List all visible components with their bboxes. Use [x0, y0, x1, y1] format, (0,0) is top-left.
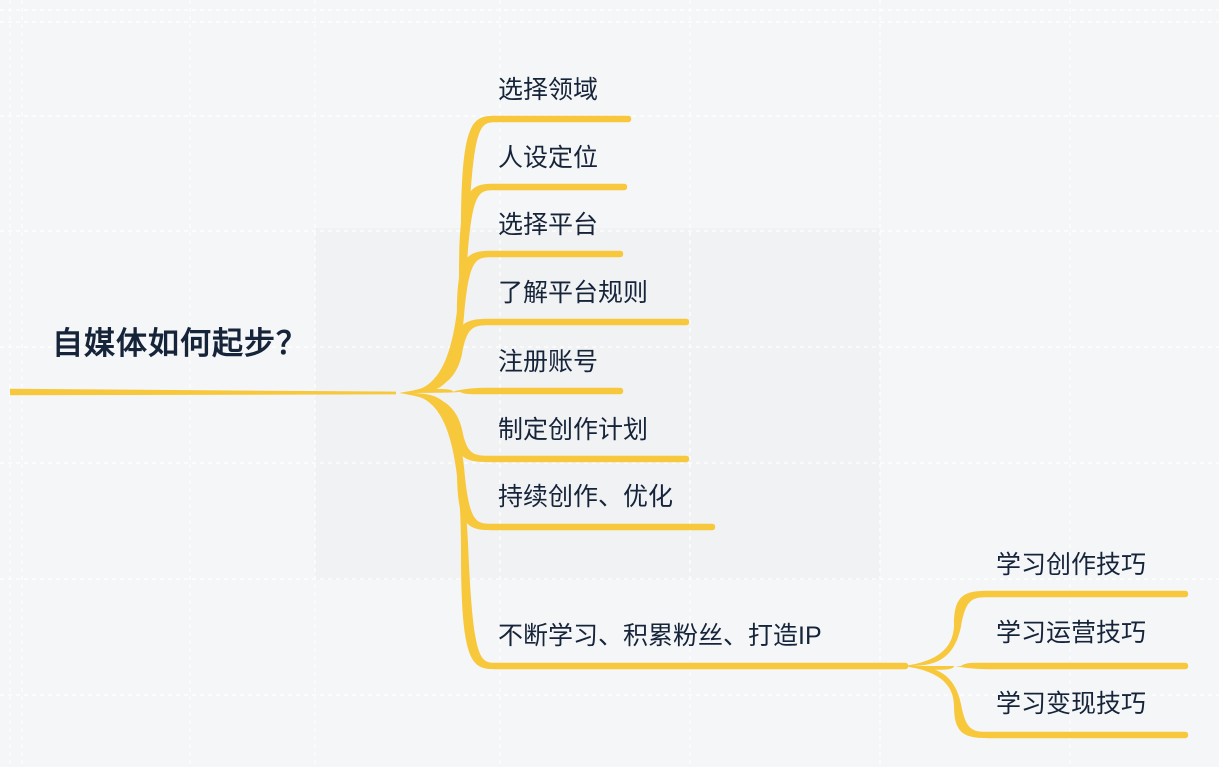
- sub-branch-edge-group: [905, 590, 1189, 739]
- sub-branch-node-label[interactable]: 学习变现技巧: [996, 690, 1147, 718]
- branch-edge[interactable]: [400, 393, 716, 531]
- branch-node-label[interactable]: 不断学习、积累粉丝、打造IP: [498, 622, 822, 650]
- branch-node-label[interactable]: 人设定位: [498, 144, 599, 172]
- sub-branch-node-label[interactable]: 学习运营技巧: [996, 619, 1147, 647]
- sub-branch-edge[interactable]: [905, 590, 1189, 666]
- branch-edge-group: [400, 115, 909, 670]
- branch-node-label[interactable]: 注册账号: [498, 348, 599, 376]
- root-edge: [10, 388, 396, 396]
- background-panel: [315, 228, 880, 580]
- sub-branch-node-label[interactable]: 学习创作技巧: [996, 551, 1147, 579]
- sub-branch-edge[interactable]: [905, 666, 1189, 739]
- branch-edge[interactable]: [400, 387, 624, 395]
- root-trunk-line[interactable]: [10, 388, 396, 396]
- branch-edge[interactable]: [400, 318, 690, 393]
- branch-edge[interactable]: [400, 393, 909, 670]
- branch-node-label[interactable]: 持续创作、优化: [498, 483, 674, 511]
- branch-node-label[interactable]: 制定创作计划: [498, 416, 649, 444]
- root-node-label[interactable]: 自媒体如何起步？: [52, 326, 308, 361]
- branch-node-label[interactable]: 选择领域: [498, 76, 599, 104]
- sub-branch-edge[interactable]: [905, 662, 1189, 670]
- branch-node-label[interactable]: 选择平台: [498, 211, 599, 239]
- branch-node-label[interactable]: 了解平台规则: [498, 279, 649, 307]
